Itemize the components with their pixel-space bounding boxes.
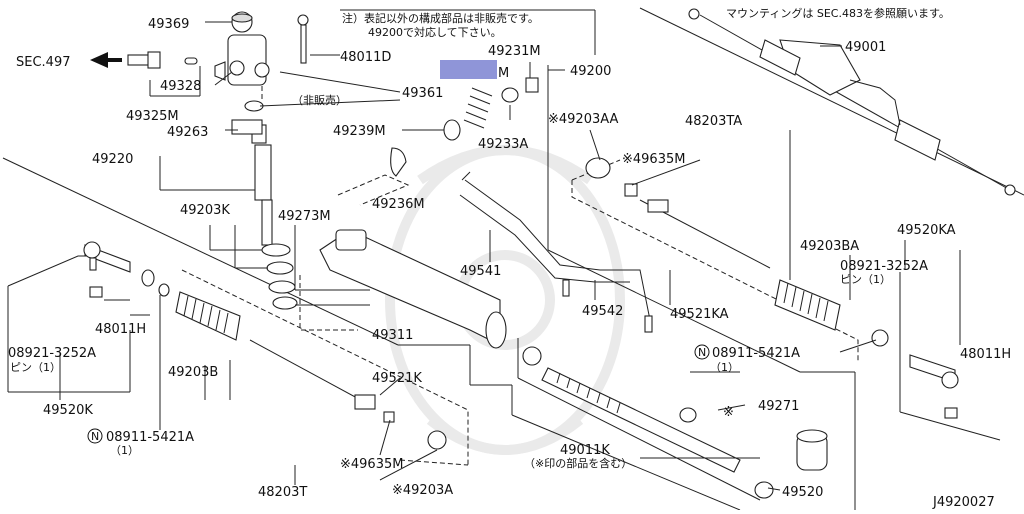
label-08921-right[interactable]: 08921-3252A (840, 259, 928, 274)
label-49328[interactable]: 49328 (160, 79, 201, 94)
label-49203K[interactable]: 49203K (180, 203, 230, 218)
label-49239M[interactable]: 49239M (333, 124, 386, 139)
hydraulic-lines (459, 171, 653, 333)
svg-text:N: N (91, 430, 99, 443)
highlight-box (440, 60, 497, 79)
pinion-shaft-49220 (231, 119, 273, 246)
watermark-crest (385, 145, 625, 455)
label-08911-left[interactable]: 08911-5421A (106, 430, 194, 445)
label-49231M[interactable]: 49231M (488, 44, 541, 59)
note-jp-line1: 注）表記以外の構成部品は非販売です。 (342, 11, 539, 25)
not-sold-note: （非販売） (292, 94, 347, 107)
label-49203AA[interactable]: ※49203AA (548, 112, 619, 127)
rack-49011K (522, 346, 774, 499)
part-labels: SEC.497 49369 48011D 49231M M 49200 4900… (8, 17, 1011, 510)
diagram-id: J4920027 (932, 495, 995, 510)
label-49311[interactable]: 49311 (372, 328, 413, 343)
qty-note-left: （1） (110, 444, 139, 457)
label-sec497[interactable]: SEC.497 (16, 55, 71, 70)
includes-marked-note: （※印の部品を含む） (524, 456, 632, 470)
label-49273M[interactable]: 49273M (278, 209, 331, 224)
label-49635M-top[interactable]: ※49635M (622, 152, 685, 167)
leader-lines (59, 21, 961, 491)
label-49541[interactable]: 49541 (460, 264, 501, 279)
label-49520K[interactable]: 49520K (43, 403, 93, 418)
label-49271[interactable]: 49271 (758, 399, 799, 414)
label-48011D[interactable]: 48011D (340, 50, 391, 65)
label-48203T[interactable]: 48203T (258, 485, 307, 500)
label-48011H-right[interactable]: 48011H (960, 347, 1011, 362)
label-49001[interactable]: 49001 (845, 40, 886, 55)
label-49635M-bot[interactable]: ※49635M (340, 457, 403, 472)
label-49542[interactable]: 49542 (582, 304, 623, 319)
label-49203BA[interactable]: 49203BA (800, 239, 859, 254)
mounting-note: マウンティングは SEC.483を参照願います。 (726, 6, 950, 20)
label-49203A[interactable]: ※49203A (392, 483, 453, 498)
n-mark-left: N (87, 428, 103, 444)
label-49011K[interactable]: 49011K (560, 443, 610, 458)
label-08911-right[interactable]: 08911-5421A (712, 346, 800, 361)
label-48203TA[interactable]: 48203TA (685, 114, 742, 129)
label-49271-mark: ※ (723, 405, 734, 420)
label-49369[interactable]: 49369 (148, 17, 189, 32)
pin-note-right: ピン（1） (840, 273, 891, 286)
label-49203B[interactable]: 49203B (168, 365, 218, 380)
label-49520KA[interactable]: 49520KA (897, 223, 956, 238)
qty-note-right: （1） (710, 361, 739, 374)
seal-rings (261, 147, 407, 310)
label-49520[interactable]: 49520 (782, 485, 823, 500)
note-block: 注）表記以外の構成部品は非販売です。 49200で対応して下さい。 マウンティン… (10, 6, 950, 470)
label-49263[interactable]: 49263 (167, 125, 208, 140)
bushing-49520 (796, 429, 828, 471)
label-49231M-suffix: M (498, 66, 509, 81)
label-49521KA[interactable]: 49521KA (670, 307, 729, 322)
label-49521K[interactable]: 49521K (372, 371, 422, 386)
label-48011H-left[interactable]: 48011H (95, 322, 146, 337)
pinion-housing (214, 11, 270, 112)
sec497-arrow (90, 51, 198, 69)
inner-rod-left (249, 339, 447, 450)
bolt-48011D (297, 14, 309, 64)
gear-housing-49311 (319, 229, 507, 349)
label-49233A[interactable]: 49233A (478, 137, 528, 152)
n-mark-right: N (694, 344, 710, 360)
label-49236M[interactable]: 49236M (372, 197, 425, 212)
label-49200[interactable]: 49200 (570, 64, 611, 79)
spring-49239M (443, 77, 539, 141)
assembly-49001 (688, 8, 1016, 196)
boot-left (175, 291, 241, 341)
tie-rod-end-left (83, 241, 170, 298)
pin-note-left: ピン（1） (10, 361, 61, 374)
label-49361[interactable]: 49361 (402, 86, 443, 101)
label-49325M[interactable]: 49325M (126, 109, 179, 124)
note-jp-line2: 49200で対応して下さい。 (368, 25, 502, 39)
right-side-parts (585, 157, 959, 419)
assembly-outline (2, 7, 1024, 511)
svg-text:N: N (698, 346, 706, 359)
label-08921-left[interactable]: 08921-3252A (8, 346, 96, 361)
label-49220[interactable]: 49220 (92, 152, 133, 167)
